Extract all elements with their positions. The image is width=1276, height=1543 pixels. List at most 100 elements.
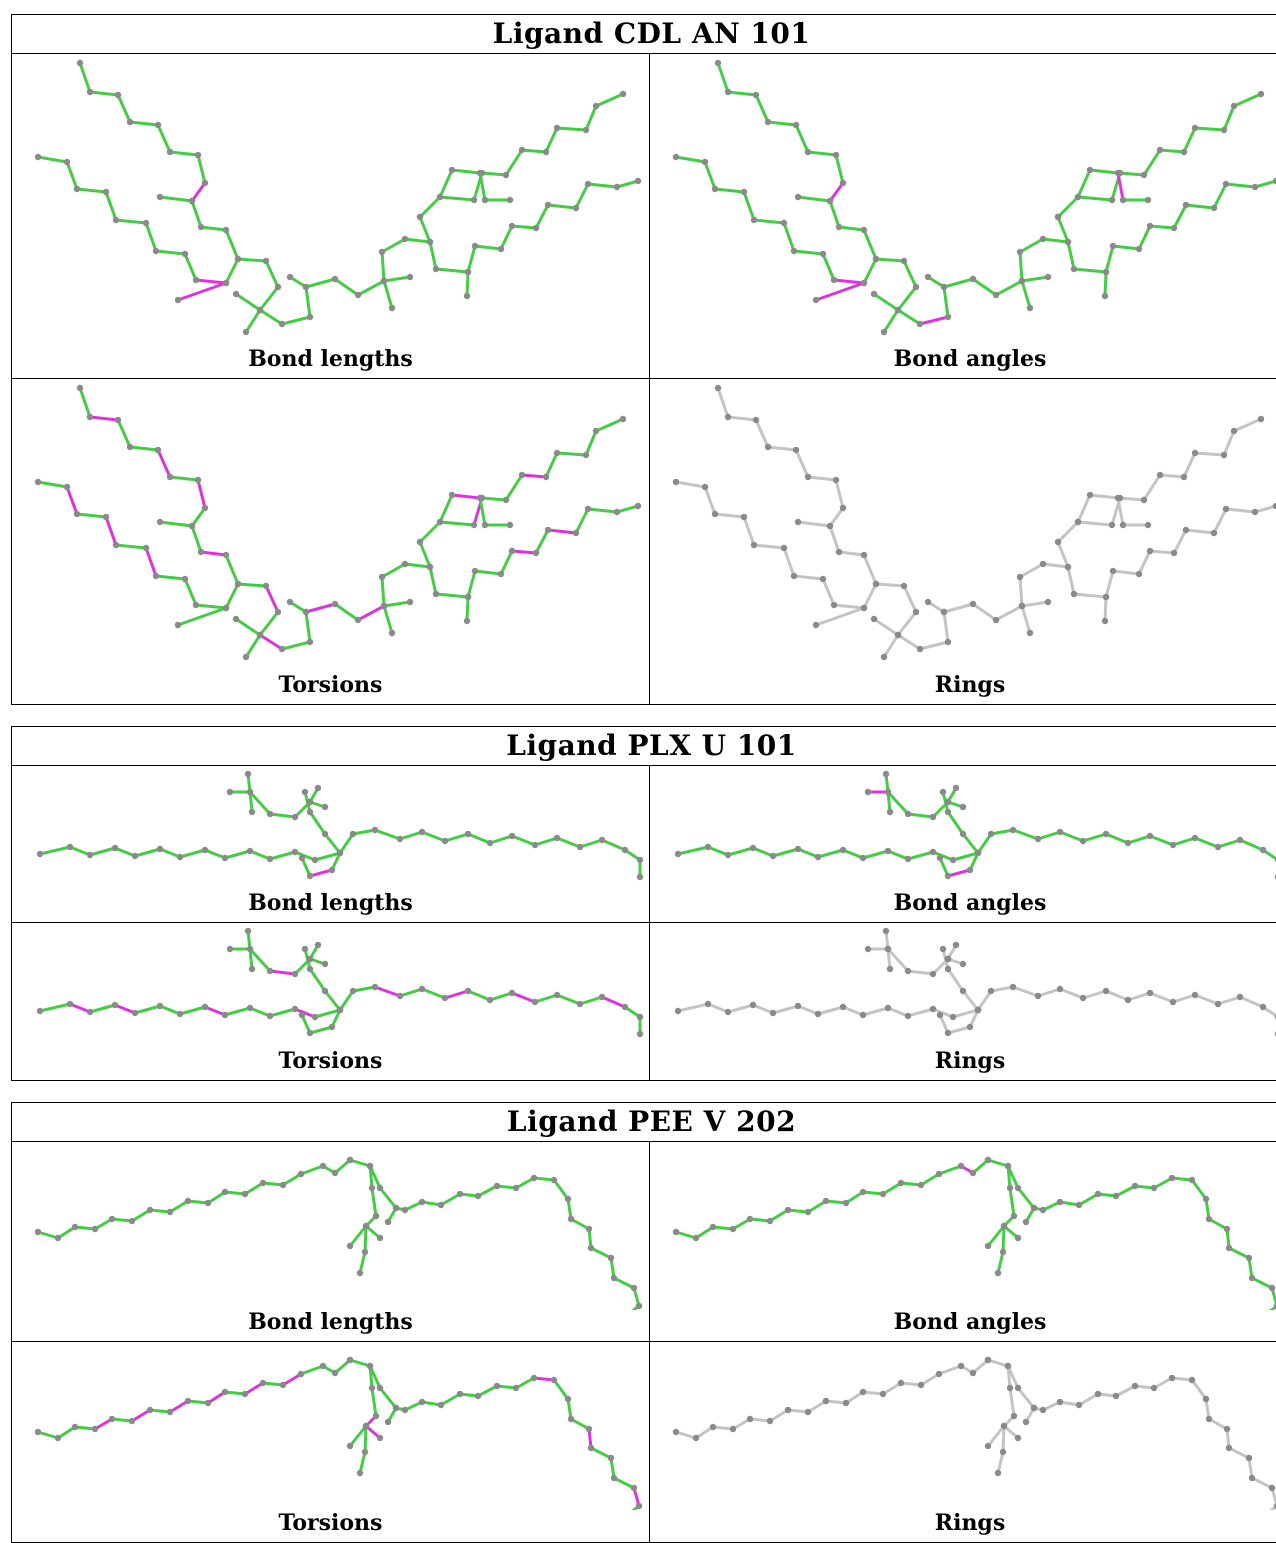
atom <box>1000 1222 1008 1230</box>
atom <box>999 1248 1007 1256</box>
atom <box>384 1218 392 1226</box>
atom <box>432 590 440 598</box>
atom <box>839 846 847 854</box>
atom <box>780 219 788 227</box>
bond <box>828 524 841 554</box>
bond <box>532 1176 556 1182</box>
bond <box>65 485 79 516</box>
bond <box>56 1225 77 1240</box>
atom <box>674 1007 682 1015</box>
bond <box>806 475 838 482</box>
bond <box>594 417 625 433</box>
bond <box>244 308 262 334</box>
atom <box>34 1428 42 1436</box>
bond <box>168 475 200 482</box>
atom <box>426 563 434 571</box>
bond <box>308 868 334 878</box>
atom <box>886 965 894 973</box>
atom <box>302 283 310 291</box>
atom <box>709 1423 717 1431</box>
atom <box>592 427 600 435</box>
atom <box>1006 1184 1014 1192</box>
bond <box>937 1164 963 1176</box>
atom <box>587 1244 595 1252</box>
bond <box>584 429 598 457</box>
atom <box>112 216 120 224</box>
bond <box>946 1025 972 1035</box>
atom <box>584 505 592 513</box>
bond <box>1011 828 1040 841</box>
bond <box>824 1399 848 1405</box>
atom <box>1156 146 1164 154</box>
atom <box>1101 292 1109 300</box>
atom <box>192 276 200 284</box>
bond <box>73 1425 97 1431</box>
atom <box>197 548 205 556</box>
bond <box>931 957 950 976</box>
atom <box>870 290 878 298</box>
atom <box>635 1502 643 1510</box>
molecule-diagram <box>672 59 1276 336</box>
bond <box>546 203 578 210</box>
atom <box>1039 235 1047 243</box>
atom <box>724 413 732 421</box>
atom <box>1086 166 1094 174</box>
bond <box>896 633 922 651</box>
atom <box>630 1484 638 1492</box>
atom <box>904 1012 912 1020</box>
bond <box>786 1208 810 1214</box>
bond <box>1006 1364 1020 1390</box>
atom <box>1054 213 1062 221</box>
bond <box>1247 1456 1254 1480</box>
bond <box>828 181 845 203</box>
bond <box>1148 549 1176 555</box>
bond <box>358 1450 367 1475</box>
bond <box>555 126 588 132</box>
atom <box>376 1434 384 1442</box>
bond <box>1088 493 1120 500</box>
bond <box>586 182 619 189</box>
atom <box>984 1156 992 1164</box>
bond <box>1137 224 1152 251</box>
bond <box>1076 168 1092 199</box>
atom <box>746 1215 754 1223</box>
atom <box>102 188 110 196</box>
atom <box>426 238 434 246</box>
bond <box>748 1217 772 1223</box>
bond <box>731 1417 752 1431</box>
atom <box>835 548 843 556</box>
atom <box>448 491 456 499</box>
bond <box>370 1186 378 1218</box>
atom <box>530 1174 538 1182</box>
bond <box>1232 417 1263 433</box>
bond <box>546 528 578 535</box>
atom <box>54 1434 62 1442</box>
bond <box>828 506 845 528</box>
atom <box>396 835 404 843</box>
bond <box>128 120 160 127</box>
atom <box>550 1176 558 1184</box>
bond <box>612 1276 636 1290</box>
bond <box>937 1364 963 1376</box>
bond <box>1148 834 1175 847</box>
bond <box>68 845 92 857</box>
bond <box>1253 179 1276 189</box>
atom <box>1009 826 1017 834</box>
bond <box>942 285 950 319</box>
bond <box>1077 1192 1100 1207</box>
bond <box>1006 1164 1020 1190</box>
atom <box>286 598 294 606</box>
bond <box>574 507 590 535</box>
bond <box>194 278 228 285</box>
bond <box>514 1376 536 1390</box>
bond <box>144 221 158 253</box>
atom <box>242 328 250 336</box>
molecule-diagram <box>672 384 1276 661</box>
atom <box>418 985 426 993</box>
bond <box>1184 528 1216 535</box>
bond <box>382 279 394 310</box>
atom <box>76 59 84 67</box>
bond <box>351 985 377 993</box>
bond <box>308 1025 334 1035</box>
bond <box>1114 1184 1137 1198</box>
